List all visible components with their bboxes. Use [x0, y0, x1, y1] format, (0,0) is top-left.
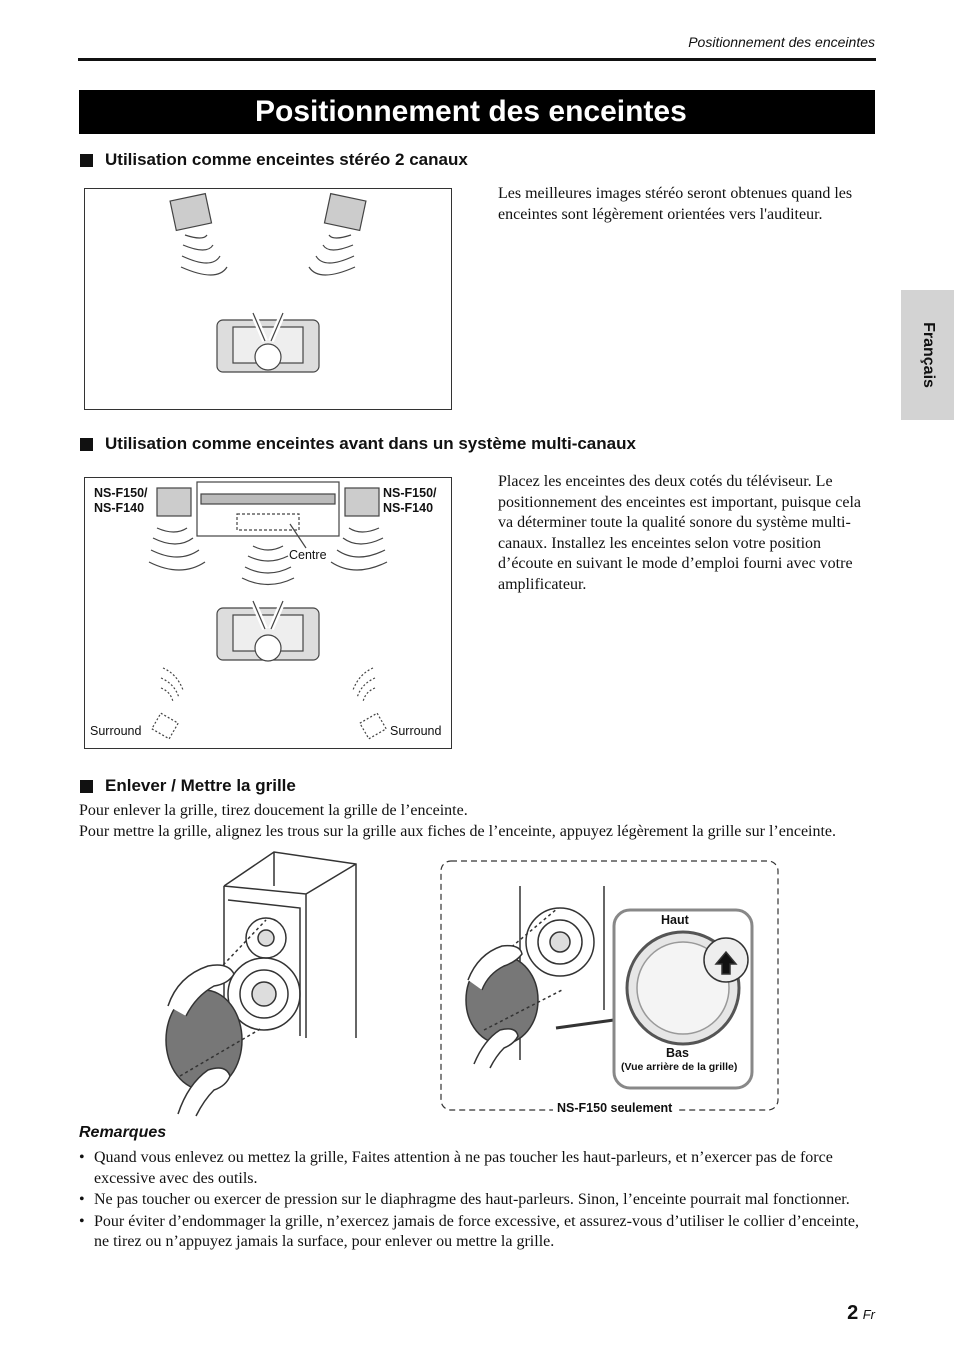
front-right-label: NS-F150/ NS-F140: [383, 486, 437, 515]
bullet-square-icon: [80, 153, 93, 167]
grille-instruction-remove: Pour enlever la grille, tirez doucement …: [79, 802, 468, 819]
surround-left-label: Surround: [90, 724, 142, 738]
front-left-label: NS-F150/ NS-F140: [94, 486, 148, 515]
grille-instruction-attach: Pour mettre la grille, alignez les trous…: [79, 823, 837, 840]
section-heading-multichannel: Utilisation comme enceintes avant dans u…: [80, 434, 636, 454]
section-heading-stereo-text: Utilisation comme enceintes stéréo 2 can…: [105, 150, 468, 169]
bullet-square-icon: [80, 437, 93, 451]
note-item: Ne pas toucher ou exercer de pression su…: [79, 1190, 869, 1211]
header-rule: [78, 58, 876, 61]
multichannel-diagram-illustration: [148, 481, 388, 740]
grille-rear-view-illustration: [440, 860, 779, 1111]
bottom-label: Bas: [666, 1046, 689, 1060]
stereo-diagram: [84, 188, 452, 410]
rear-view-label: (Vue arrière de la grille): [621, 1061, 738, 1073]
running-head: Positionnement des enceintes: [688, 34, 875, 50]
page-number: 2 Fr: [847, 1302, 875, 1325]
section-heading-grille-text: Enlever / Mettre la grille: [105, 776, 296, 795]
section-heading-grille: Enlever / Mettre la grille: [80, 776, 296, 796]
page-number-value: 2: [847, 1302, 859, 1324]
note-item: Pour éviter d’endommager la grille, n’ex…: [79, 1212, 869, 1253]
multichannel-diagram: NS-F150/ NS-F140 NS-F150/ NS-F140 Centre…: [84, 477, 452, 749]
page-lang-code: Fr: [862, 1307, 875, 1322]
top-label: Haut: [661, 913, 689, 927]
stereo-diagram-illustration: [169, 192, 367, 373]
surround-right-label: Surround: [390, 724, 442, 738]
multichannel-description: Placez les enceintes des deux cotés du t…: [498, 473, 862, 593]
page-title: Positionnement des enceintes: [79, 90, 875, 134]
stereo-description: Les meilleures images stéréo seront obte…: [498, 185, 853, 223]
model-only-label: NS-F150 seulement: [553, 1101, 677, 1116]
section-heading-stereo: Utilisation comme enceintes stéréo 2 can…: [80, 150, 468, 170]
notes-title: Remarques: [79, 1124, 167, 1141]
language-tab-label: Français: [919, 322, 937, 388]
section-heading-multichannel-text: Utilisation comme enceintes avant dans u…: [105, 434, 636, 453]
note-item: Quand vous enlevez ou mettez la grille, …: [79, 1148, 869, 1189]
grille-removal-illustration: [165, 851, 357, 1117]
center-label: Centre: [289, 548, 327, 562]
notes-list: Quand vous enlevez ou mettez la grille, …: [79, 1148, 869, 1254]
language-tab: Français: [901, 290, 954, 420]
bullet-square-icon: [80, 779, 93, 793]
